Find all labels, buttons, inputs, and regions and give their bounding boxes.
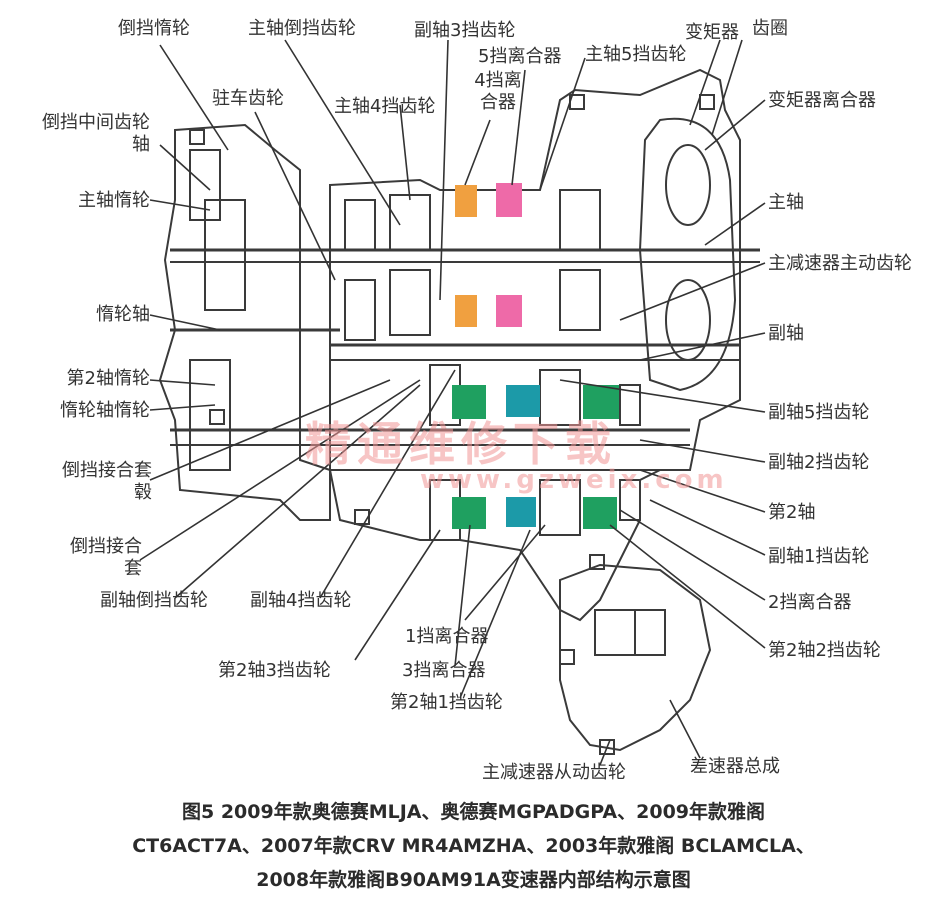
fifth-clutch-pack-upper xyxy=(496,183,522,217)
label-reverse-idler: 倒挡惰轮 xyxy=(118,18,190,39)
fourth-clutch-pack-lower xyxy=(455,295,477,327)
label-reverse-sleeve: 倒挡接合套 xyxy=(70,536,142,579)
label-differential: 差速器总成 xyxy=(690,756,780,777)
label-main-reverse-gear: 主轴倒挡齿轮 xyxy=(248,18,356,39)
label-ring-gear: 齿圈 xyxy=(752,18,788,39)
label-idler-shaft: 惰轮轴 xyxy=(96,304,150,325)
label-counter-1st-gear: 副轴1挡齿轮 xyxy=(768,546,870,567)
label-counter-5th-gear: 副轴5挡齿轮 xyxy=(768,402,870,423)
label-counter-2nd-gear: 副轴2挡齿轮 xyxy=(768,452,870,473)
second-clutch-pack-upper xyxy=(583,385,619,419)
fourth-clutch-pack-upper xyxy=(455,185,477,217)
first-clutch-pack-lower xyxy=(506,497,536,527)
fifth-clutch-pack-lower xyxy=(496,295,522,327)
label-counter-shaft: 副轴 xyxy=(768,323,804,344)
second-clutch-pack-lower xyxy=(583,497,617,529)
label-second-clutch: 2挡离合器 xyxy=(768,592,852,613)
torque-converter-housing xyxy=(638,117,737,392)
label-tc-clutch: 变矩器离合器 xyxy=(768,90,876,111)
label-idler-shaft-idler: 惰轮轴惰轮 xyxy=(60,400,150,421)
caption-line-2: CT6ACT7A、2007年款CRV MR4AMZHA、2003年款雅阁 BCL… xyxy=(132,835,815,857)
differential-housing xyxy=(559,563,712,752)
torque-converter-turbine xyxy=(665,144,711,226)
caption-line-3: 2008年款雅阁B90AM91A变速器内部结构示意图 xyxy=(256,869,691,891)
label-main-4th-gear: 主轴4挡齿轮 xyxy=(334,96,436,117)
label-main-shaft: 主轴 xyxy=(768,192,804,213)
watermark-text: 精通维修下载 xyxy=(305,417,617,471)
label-fifth-clutch: 5挡离合器 xyxy=(478,46,562,67)
caption-line-1: 图5 2009年款奥德赛MLJA、奥德赛MGPADGPA、2009年款雅阁 xyxy=(181,801,766,823)
label-counter-4th-gear: 副轴4挡齿轮 xyxy=(250,590,352,611)
watermark-url: www.gzweix.com xyxy=(420,465,728,495)
label-reverse-hub: 倒挡接合套毂 xyxy=(62,460,152,503)
label-fourth-clutch: 4挡离合器 xyxy=(474,70,522,113)
label-final-drive-gear: 主减速器主动齿轮 xyxy=(768,253,912,274)
differential-gear-2 xyxy=(634,609,666,656)
clutch-packs xyxy=(452,183,619,529)
differential-gear xyxy=(594,609,636,656)
left-housing xyxy=(158,123,331,521)
label-second-shaft-idler: 第2轴惰轮 xyxy=(66,368,150,389)
label-third-clutch: 3挡离合器 xyxy=(402,660,486,681)
label-first-clutch: 1挡离合器 xyxy=(405,626,489,647)
label-main-idler: 主轴惰轮 xyxy=(78,190,150,211)
label-second-shaft: 第2轴 xyxy=(768,502,816,523)
label-second-shaft-2nd-gear: 第2轴2挡齿轮 xyxy=(768,640,881,661)
label-second-shaft-1st-gear: 第2轴1挡齿轮 xyxy=(390,692,503,713)
label-counter-3rd-gear: 副轴3挡齿轮 xyxy=(414,20,516,41)
leader-lines xyxy=(139,39,766,766)
torque-converter-stator xyxy=(665,279,711,361)
label-final-driven-gear: 主减速器从动齿轮 xyxy=(482,762,626,783)
label-torque-converter: 变矩器 xyxy=(685,22,739,43)
first-clutch-pack-upper xyxy=(506,385,540,417)
figure-caption: 图5 2009年款奥德赛MLJA、奥德赛MGPADGPA、2009年款雅阁 CT… xyxy=(0,795,947,897)
label-reverse-mid-shaft: 倒挡中间齿轮轴 xyxy=(42,112,150,155)
label-second-shaft-3rd-gear: 第2轴3挡齿轮 xyxy=(218,660,331,681)
label-main-5th-gear: 主轴5挡齿轮 xyxy=(585,44,687,65)
third-clutch-pack-lower xyxy=(452,497,486,529)
label-counter-reverse-gear: 副轴倒挡齿轮 xyxy=(100,590,208,611)
third-clutch-pack-upper xyxy=(452,385,486,419)
label-park-gear: 驻车齿轮 xyxy=(212,88,284,109)
